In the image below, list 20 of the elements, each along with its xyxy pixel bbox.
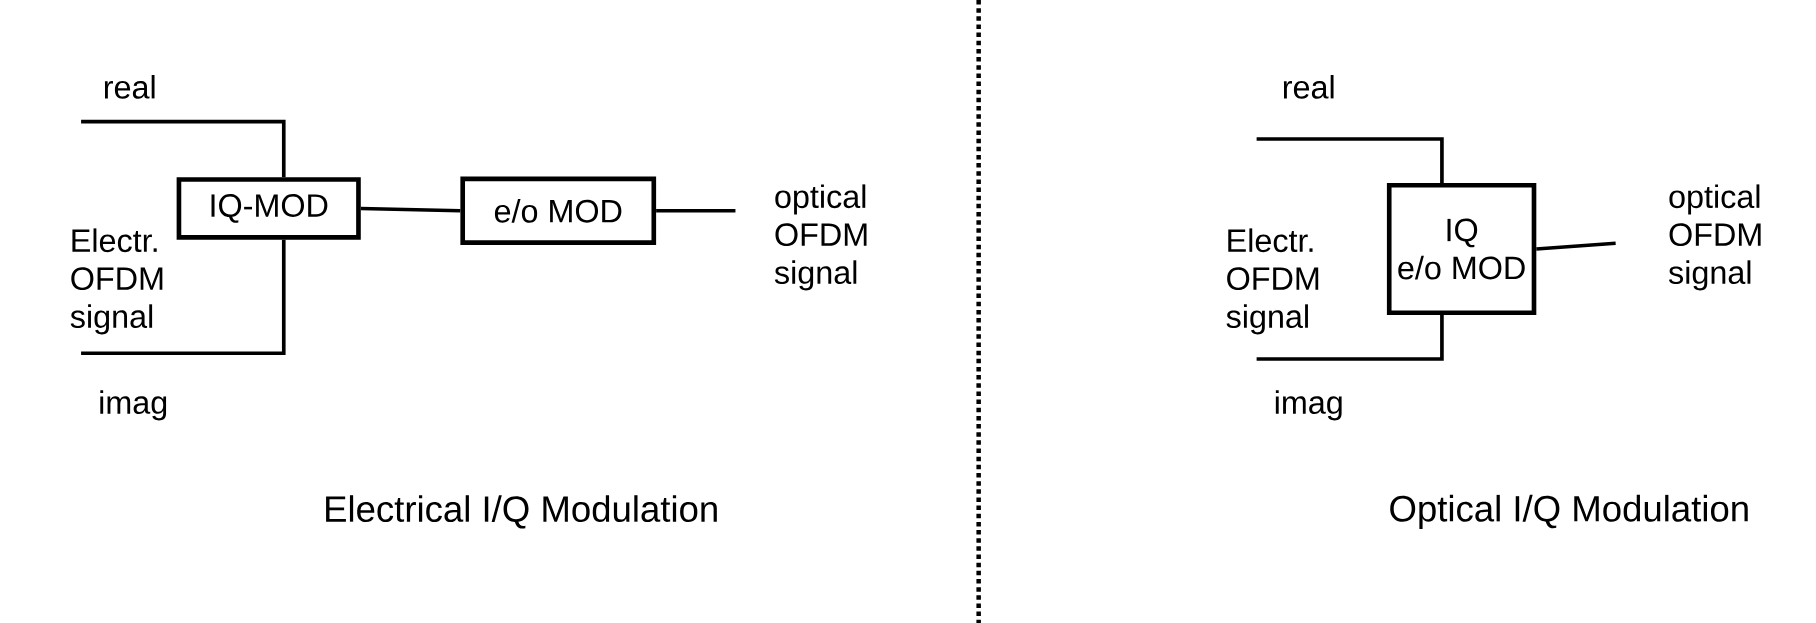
signal-line bbox=[81, 119, 286, 178]
signal-label: optical OFDM signal bbox=[774, 184, 867, 291]
signal-line bbox=[1256, 137, 1444, 183]
signal-line bbox=[81, 239, 286, 356]
modulator-box: IQ-MOD bbox=[176, 177, 361, 240]
signal-label: Electr. OFDM signal bbox=[1226, 228, 1319, 335]
modulator-box: e/o MOD bbox=[460, 176, 657, 245]
edge-label: real bbox=[1283, 74, 1334, 99]
signal-label: Electr. OFDM signal bbox=[70, 228, 163, 335]
edge-label: imag bbox=[100, 390, 167, 421]
signal-line bbox=[360, 206, 461, 213]
signal-label: optical OFDM signal bbox=[1668, 184, 1761, 291]
signal-line bbox=[1256, 315, 1444, 361]
caption: Electrical I/Q Modulation bbox=[326, 495, 717, 529]
signal-line bbox=[1536, 241, 1616, 251]
edge-label: imag bbox=[1275, 390, 1342, 421]
modulator-box: IQ e/o MOD bbox=[1386, 182, 1537, 315]
edge-label: real bbox=[104, 74, 155, 99]
caption: Optical I/Q Modulation bbox=[1390, 494, 1748, 529]
signal-line bbox=[656, 208, 736, 213]
